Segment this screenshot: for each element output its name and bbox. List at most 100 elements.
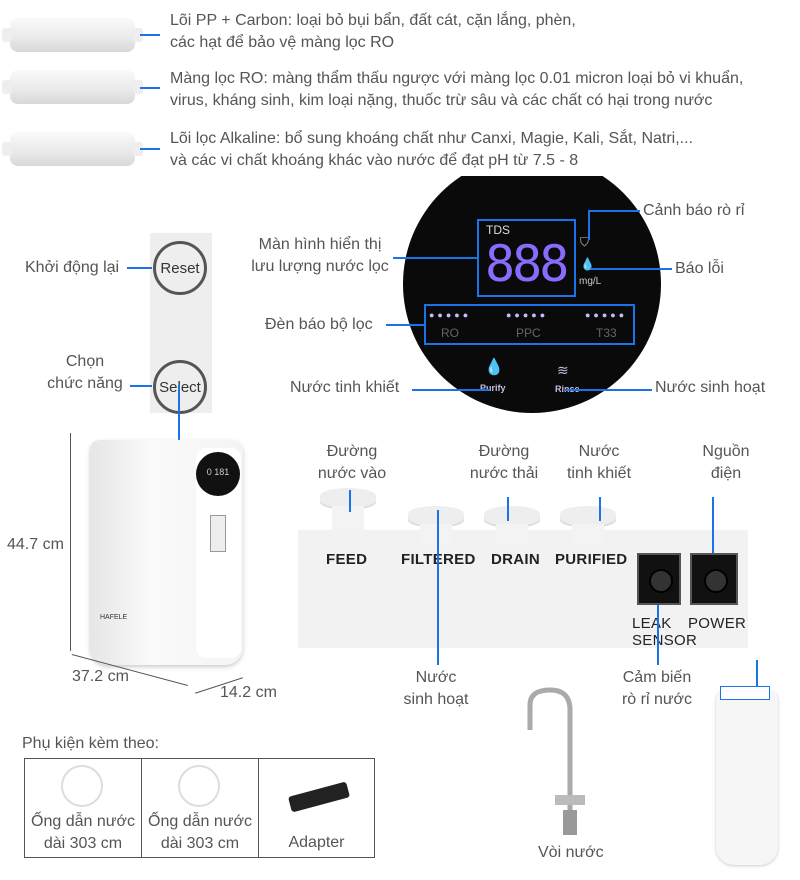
text: Lõi lọc Alkaline: bổ sung khoáng chất nh… xyxy=(170,130,693,147)
feed-label: FEED xyxy=(326,551,368,568)
error-drop-icon: 💧 xyxy=(580,257,595,271)
callout-line xyxy=(657,605,659,665)
wave-icon: ≋ xyxy=(557,362,569,378)
text: Nước xyxy=(578,443,620,460)
pp-carbon-filter-image xyxy=(2,18,143,52)
text: chức năng xyxy=(47,375,123,392)
depth-label: 14.2 cm xyxy=(220,684,277,701)
text: Nước xyxy=(415,669,457,686)
domestic-outlet-label: Nước sinh hoạt xyxy=(396,667,476,711)
sensor-label: Cảm biến rò rỉ nước xyxy=(612,667,702,711)
text: Nguồn xyxy=(702,443,750,460)
port-highlight xyxy=(720,686,770,700)
filter-ppc: PPC xyxy=(516,326,541,340)
width-label: 37.2 cm xyxy=(72,668,129,685)
accessory-label: Adapter xyxy=(288,834,345,851)
inlet-label: Đường nước vào xyxy=(310,441,394,485)
callout-line xyxy=(590,268,672,270)
select-button[interactable]: Select xyxy=(153,360,207,414)
error-label: Báo lỗi xyxy=(675,260,724,277)
text: sinh hoạt xyxy=(403,691,469,708)
unit-back-image xyxy=(716,690,778,865)
text: Ống dẫn nước xyxy=(31,813,135,830)
tds-screen: TDS 888 xyxy=(477,219,576,297)
height-dim-line xyxy=(70,433,71,651)
callout-line xyxy=(588,210,640,212)
power-label: Nguồn điện xyxy=(684,441,768,485)
text: nước vào xyxy=(317,465,387,482)
text: dài 303 cm xyxy=(160,835,240,852)
filter-t33: T33 xyxy=(596,326,617,340)
height-label: 44.7 cm xyxy=(7,536,64,553)
accessory-adapter: Adapter xyxy=(258,758,375,858)
text: virus, kháng sinh, kim loại nặng, thuốc … xyxy=(170,92,713,109)
text: Màng lọc RO: màng thẩm thấu ngược với mà… xyxy=(170,70,744,87)
ro-dots: ●●●●● xyxy=(429,310,472,320)
adapter-icon xyxy=(287,781,351,813)
ppc-dots: ●●●●● xyxy=(506,310,549,320)
accessory-tube-1: Ống dẫn nước dài 303 cm xyxy=(24,758,142,858)
t33-dots: ●●●●● xyxy=(585,310,628,320)
reset-label: Khởi động lại xyxy=(25,259,120,276)
faucet-label: Vòi nước xyxy=(538,844,604,861)
filter-desc: Màng lọc RO: màng thẩm thấu ngược với mà… xyxy=(170,68,743,112)
ro-membrane-image xyxy=(2,70,143,104)
filter-ro: RO xyxy=(441,326,459,340)
leak-sensor-socket xyxy=(637,553,681,605)
drain-port-label: DRAIN xyxy=(491,551,540,568)
control-display-clip xyxy=(403,176,661,413)
callout-line xyxy=(393,257,477,259)
text: và các vi chất khoáng khác vào nước để đ… xyxy=(170,152,579,169)
leak-warning-label: Cảnh báo rò rỉ xyxy=(643,202,745,219)
tube-icon xyxy=(178,765,220,807)
pure-label: Nước tinh khiết xyxy=(557,441,641,485)
purify-button[interactable]: Purify xyxy=(480,383,506,393)
pure-water-label: Nước tinh khiết xyxy=(290,379,400,396)
filtered-connector xyxy=(408,506,464,550)
mini-buttons xyxy=(210,515,226,552)
drain-connector xyxy=(484,506,540,550)
text: điện xyxy=(710,465,742,482)
callout-line xyxy=(588,210,590,240)
text: tinh khiết xyxy=(566,465,632,482)
text: LEAK xyxy=(632,615,672,632)
mini-display: 0 181 xyxy=(196,452,240,496)
callout-line xyxy=(437,510,439,665)
text: lưu lượng nước lọc xyxy=(251,258,389,275)
power-socket xyxy=(690,553,738,605)
text: rò rỉ nước xyxy=(621,691,693,708)
callout-line xyxy=(140,87,160,89)
filter-desc: Lõi lọc Alkaline: bổ sung khoáng chất nh… xyxy=(170,128,693,172)
drop-icon: 💧 xyxy=(484,359,504,376)
power-port-label: POWER xyxy=(688,615,747,632)
accessory-label: Ống dẫn nước dài 303 cm xyxy=(25,811,141,855)
text: Chọn xyxy=(65,353,105,370)
callout-line xyxy=(140,148,160,150)
reset-button[interactable]: Reset xyxy=(153,241,207,295)
callout-line xyxy=(507,497,509,521)
text: Cảm biến xyxy=(622,669,692,686)
filter-desc: Lõi PP + Carbon: loại bỏ bụi bẩn, đất cá… xyxy=(170,10,576,54)
callout-line xyxy=(130,385,152,387)
brand-logo: HAFELE xyxy=(100,614,128,621)
callout-line xyxy=(565,389,652,391)
purified-connector xyxy=(560,506,616,550)
control-display xyxy=(403,176,661,413)
drain-label: Đường nước thải xyxy=(462,441,546,485)
tds-label: TDS xyxy=(486,223,510,237)
callout-line xyxy=(412,389,490,391)
domestic-water-label: Nước sinh hoạt xyxy=(655,379,766,396)
text: Đường xyxy=(478,443,530,460)
text: dài 303 cm xyxy=(43,835,123,852)
text: SENSOR xyxy=(632,632,698,649)
callout-line xyxy=(349,490,351,512)
text: nước thải xyxy=(469,465,539,482)
text: Đường xyxy=(326,443,378,460)
text: Lõi PP + Carbon: loại bỏ bụi bẩn, đất cá… xyxy=(170,12,576,29)
text: các hạt để bảo vệ màng lọc RO xyxy=(170,34,395,51)
